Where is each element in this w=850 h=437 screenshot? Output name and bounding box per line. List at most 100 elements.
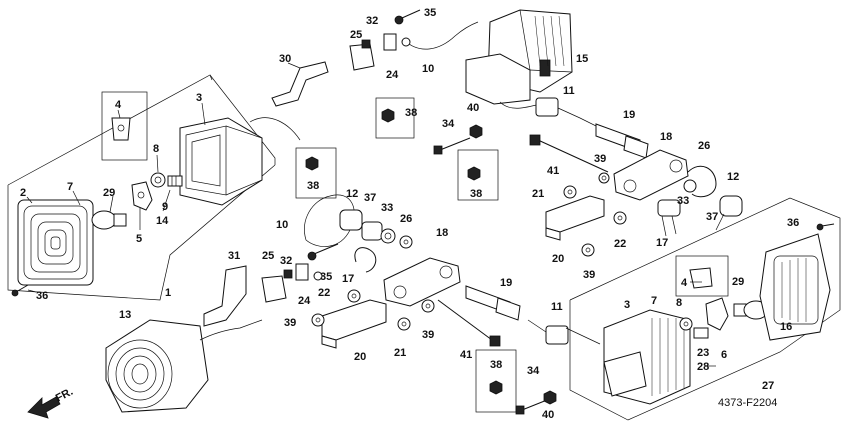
callout-21b[interactable]: 21 <box>532 188 544 200</box>
bolt-middle <box>433 137 471 155</box>
callout-33b[interactable]: 33 <box>677 195 689 207</box>
callout-2[interactable]: 2 <box>20 187 26 199</box>
callout-25[interactable]: 25 <box>350 29 362 41</box>
callout-40[interactable]: 40 <box>467 102 479 114</box>
callout-35b[interactable]: 35 <box>320 271 332 283</box>
nut-frame-lower <box>475 349 517 413</box>
callout-27[interactable]: 27 <box>762 380 774 392</box>
callout-30[interactable]: 30 <box>279 53 291 65</box>
callout-18[interactable]: 18 <box>436 227 448 239</box>
relay-mount-lower <box>261 243 339 303</box>
turn-signal-rear-top <box>465 9 573 109</box>
bracket-arm-center <box>383 257 461 307</box>
washers-upper <box>563 172 627 257</box>
turn-signal-lens-lower <box>105 319 263 413</box>
callout-3[interactable]: 3 <box>196 92 202 104</box>
callout-23[interactable]: 23 <box>697 347 709 359</box>
callout-7[interactable]: 7 <box>67 181 73 193</box>
callout-11[interactable]: 11 <box>563 85 575 97</box>
callout-10[interactable]: 10 <box>422 63 434 75</box>
stay-rod-upper <box>595 123 649 159</box>
callout-37b[interactable]: 37 <box>706 211 718 223</box>
callout-37[interactable]: 37 <box>364 192 376 204</box>
callout-38b[interactable]: 38 <box>405 107 417 119</box>
callout-12[interactable]: 12 <box>346 188 358 200</box>
callout-8[interactable]: 8 <box>153 143 159 155</box>
callout-32[interactable]: 32 <box>366 15 378 27</box>
callout-35[interactable]: 35 <box>424 7 436 19</box>
callout-17b[interactable]: 17 <box>656 237 668 249</box>
callout-26[interactable]: 26 <box>400 213 412 225</box>
callout-38[interactable]: 38 <box>307 180 319 192</box>
nut-upper-left <box>305 156 319 171</box>
callout-11b[interactable]: 11 <box>551 301 563 313</box>
callout-14[interactable]: 14 <box>156 215 169 227</box>
callout-34b[interactable]: 34 <box>527 365 540 377</box>
callout-41[interactable]: 41 <box>460 349 472 361</box>
nut-middle <box>469 124 483 139</box>
callout-39c[interactable]: 39 <box>594 153 606 165</box>
bolt-long-upper <box>529 134 609 173</box>
callout-29[interactable]: 29 <box>103 187 115 199</box>
callout-39[interactable]: 39 <box>284 317 296 329</box>
nut-frame-upper-left <box>295 147 337 199</box>
socket-right <box>705 297 729 331</box>
callout-29b[interactable]: 29 <box>732 276 744 288</box>
callout-32b[interactable]: 32 <box>280 255 292 267</box>
callout-13[interactable]: 13 <box>119 309 131 321</box>
callout-10b[interactable]: 10 <box>276 219 288 231</box>
callout-41b[interactable]: 41 <box>547 165 559 177</box>
callout-28[interactable]: 28 <box>697 361 709 373</box>
plate-center <box>321 299 387 349</box>
callout-1[interactable]: 1 <box>165 287 171 299</box>
leaders-left <box>26 102 206 293</box>
socket-left <box>131 181 153 211</box>
nut-frame-middle <box>457 149 499 201</box>
callout-38c[interactable]: 38 <box>470 188 482 200</box>
clip-left <box>111 117 131 141</box>
callout-6[interactable]: 6 <box>721 349 727 361</box>
callout-7b[interactable]: 7 <box>651 295 657 307</box>
callout-3b[interactable]: 3 <box>624 299 630 311</box>
callout-20[interactable]: 20 <box>354 351 366 363</box>
callout-12b[interactable]: 12 <box>727 171 739 183</box>
callout-22[interactable]: 22 <box>318 287 330 299</box>
callout-24b[interactable]: 24 <box>298 295 311 307</box>
callout-4[interactable]: 4 <box>115 99 122 111</box>
callout-33[interactable]: 33 <box>381 202 393 214</box>
callout-22b[interactable]: 22 <box>614 238 626 250</box>
callout-16[interactable]: 16 <box>780 321 792 333</box>
relay-mount-top <box>349 9 479 71</box>
callout-19[interactable]: 19 <box>500 277 512 289</box>
nut-middle-lower <box>467 166 481 181</box>
callout-39b[interactable]: 39 <box>422 329 434 341</box>
callout-4b[interactable]: 4 <box>681 277 688 289</box>
callout-21[interactable]: 21 <box>394 347 406 359</box>
front-direction-label: FR. <box>54 386 75 405</box>
callout-15[interactable]: 15 <box>576 53 588 65</box>
callout-36[interactable]: 36 <box>36 290 48 302</box>
callout-8b[interactable]: 8 <box>676 297 682 309</box>
assembly-frame-left <box>7 74 276 301</box>
callout-40b[interactable]: 40 <box>542 409 554 421</box>
callout-24[interactable]: 24 <box>386 69 399 81</box>
callout-31[interactable]: 31 <box>228 250 240 262</box>
nut-top <box>381 108 395 123</box>
callout-34[interactable]: 34 <box>442 118 455 130</box>
callout-18b[interactable]: 18 <box>660 131 672 143</box>
callout-26b[interactable]: 26 <box>698 140 710 152</box>
callout-19b[interactable]: 19 <box>623 109 635 121</box>
callout-36b[interactable]: 36 <box>787 217 799 229</box>
callout-39d[interactable]: 39 <box>583 269 595 281</box>
callout-5[interactable]: 5 <box>136 233 142 245</box>
callout-9[interactable]: 9 <box>162 201 168 213</box>
bracket-upper <box>271 61 329 107</box>
callout-17[interactable]: 17 <box>342 273 354 285</box>
callout-25b[interactable]: 25 <box>262 250 274 262</box>
callout-38d[interactable]: 38 <box>490 359 502 371</box>
nut-frame-top <box>375 97 415 139</box>
socket-center <box>339 209 413 249</box>
callout-20b[interactable]: 20 <box>552 253 564 265</box>
